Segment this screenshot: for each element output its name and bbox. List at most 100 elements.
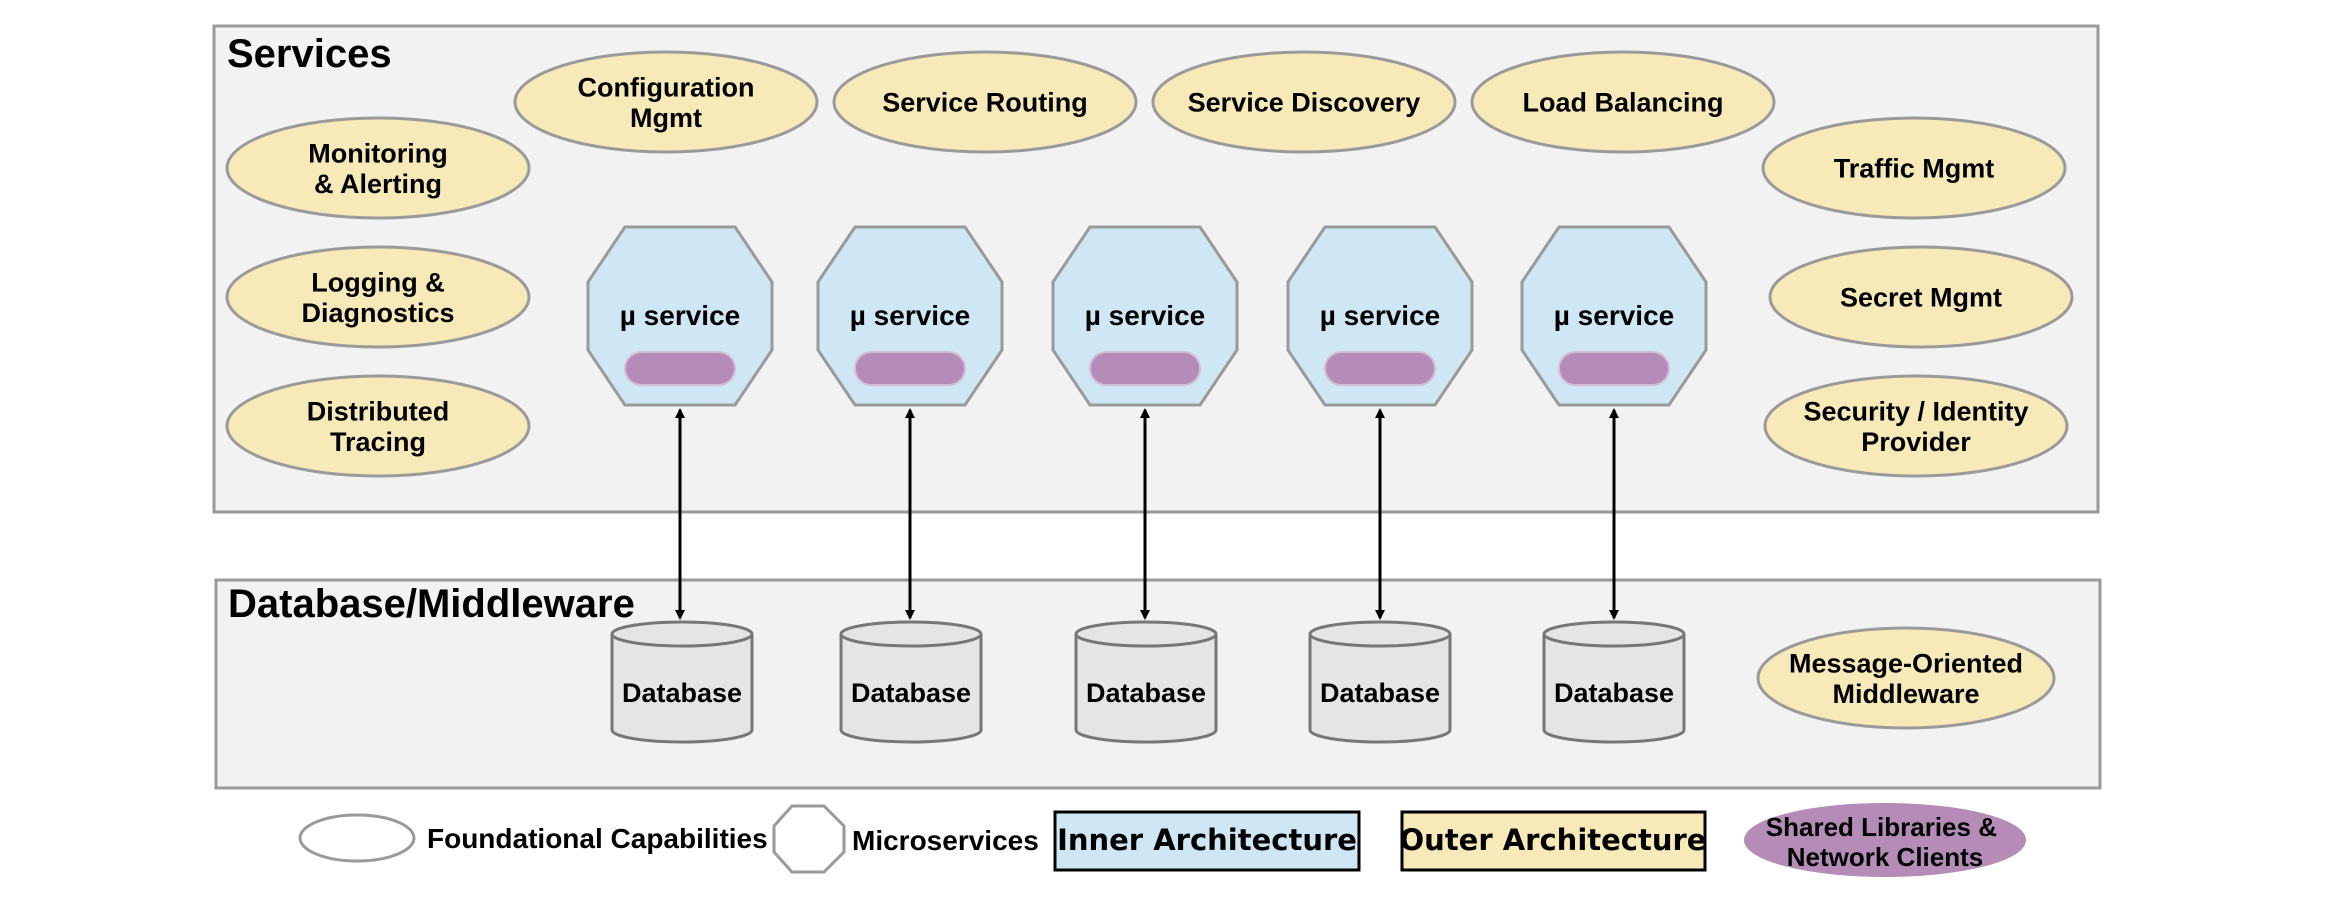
- capability-secret: Secret Mgmt: [1768, 245, 2074, 349]
- database-cylinder-top: [839, 620, 983, 648]
- service-database-arrows: [675, 408, 1619, 620]
- capability-monitoring-label: Monitoring& Alerting: [308, 139, 447, 199]
- microservice-label: µ service: [1085, 300, 1205, 331]
- capability-secret-label-line-1: Secret Mgmt: [1840, 283, 2002, 313]
- database-4: Database: [1308, 620, 1452, 744]
- legend-foundational-swatch: [298, 813, 416, 863]
- middleware-label-line-1: Message-Oriented: [1789, 649, 2023, 679]
- capability-traffic-label-line-1: Traffic Mgmt: [1834, 154, 1995, 184]
- capability-discovery-ellipse: [1151, 50, 1457, 154]
- database-cylinder-top: [1074, 620, 1218, 648]
- legend-shared-label: Shared Libraries & Network Clients: [1766, 812, 2004, 872]
- microservice-label: µ service: [620, 300, 740, 331]
- database-label: Database: [851, 678, 971, 708]
- microservice-label: µ service: [1554, 300, 1674, 331]
- capability-monitoring-label-line-1: Monitoring: [308, 139, 447, 169]
- microservice-5: µ service: [1520, 225, 1708, 407]
- middleware-ellipse: [1756, 626, 2056, 730]
- capability-traffic-ellipse: [1761, 116, 2067, 220]
- capability-discovery: Service Discovery: [1151, 50, 1457, 154]
- legend-shared-line-2: Network Clients: [1787, 842, 1984, 872]
- database-label: Database: [1320, 678, 1440, 708]
- microservice-2: µ service: [816, 225, 1004, 407]
- capability-security-ellipse: [1763, 374, 2069, 478]
- capability-logging-label: Logging &Diagnostics: [301, 268, 454, 328]
- capability-monitoring-ellipse: [225, 116, 531, 220]
- microservice-3: µ service: [1051, 225, 1239, 407]
- microservice-1: µ service: [586, 225, 774, 407]
- capability-tracing-label-line-2: Tracing: [330, 427, 426, 457]
- database-cylinder-body: [610, 634, 754, 744]
- capability-discovery-label: Service Discovery: [1188, 88, 1421, 118]
- database-cylinder-body: [1308, 634, 1452, 744]
- microservice-4: µ service: [1286, 225, 1474, 407]
- capability-logging-ellipse: [225, 245, 531, 349]
- capability-routing-ellipse: [832, 50, 1138, 154]
- microservice-label: µ service: [850, 300, 970, 331]
- database-cylinder-body: [839, 634, 983, 744]
- legend-foundational-label: Foundational Capabilities: [427, 823, 768, 854]
- capability-config-ellipse: [513, 50, 819, 154]
- capability-balancing-label: Load Balancing: [1522, 88, 1723, 118]
- capability-tracing-label-line-1: Distributed: [307, 397, 450, 427]
- capability-config-label-line-1: Configuration: [578, 73, 755, 103]
- database-cylinder-top: [1308, 620, 1452, 648]
- legend-outer-swatch: [1400, 810, 1707, 872]
- capability-routing-label: Service Routing: [882, 88, 1088, 118]
- services-title: Services: [227, 32, 392, 76]
- databases-group: Database Database Database Database Database: [610, 620, 1686, 744]
- capability-logging-label-line-2: Diagnostics: [301, 298, 454, 328]
- legend-inner-swatch: [1053, 810, 1361, 872]
- capability-security-label-line-1: Security / Identity: [1803, 397, 2028, 427]
- database-cylinder-top: [1542, 620, 1686, 648]
- shared-library-pill: [1089, 351, 1201, 386]
- legend-outer-label: Outer Architecture: [1400, 823, 1707, 857]
- capability-balancing: Load Balancing: [1470, 50, 1776, 154]
- database-2: Database: [839, 620, 983, 744]
- microservice-label: µ service: [1320, 300, 1440, 331]
- capability-traffic-label: Traffic Mgmt: [1834, 154, 1995, 184]
- capability-logging-label-line-1: Logging &: [311, 268, 444, 298]
- capability-routing-label-line-1: Service Routing: [882, 88, 1088, 118]
- capability-tracing-ellipse: [225, 374, 531, 478]
- database-label: Database: [1554, 678, 1674, 708]
- legend-inner-label: Inner Architecture: [1057, 823, 1357, 857]
- capability-traffic: Traffic Mgmt: [1761, 116, 2067, 220]
- capability-config-label-line-2: Mgmt: [630, 103, 702, 133]
- shared-library-pill: [624, 351, 736, 386]
- database-cylinder-body: [1074, 634, 1218, 744]
- database-cylinder-top: [610, 620, 754, 648]
- database-title: Database/Middleware: [228, 582, 635, 626]
- capability-logging: Logging &Diagnostics: [225, 245, 531, 349]
- capability-routing: Service Routing: [832, 50, 1138, 154]
- capability-security-label-line-2: Provider: [1861, 427, 1971, 457]
- capability-monitoring: Monitoring& Alerting: [225, 116, 531, 220]
- shared-library-pill: [1558, 351, 1670, 386]
- database-1: Database: [610, 620, 754, 744]
- microservices-group: µ service µ service µ service µ service µ se…: [586, 225, 1708, 407]
- capability-balancing-label-line-1: Load Balancing: [1522, 88, 1723, 118]
- legend-shared-swatch: [1744, 803, 2026, 877]
- shared-library-pill: [854, 351, 966, 386]
- legend-microservices-swatch: [772, 804, 846, 874]
- database-5: Database: [1542, 620, 1686, 744]
- capability-secret-label: Secret Mgmt: [1840, 283, 2002, 313]
- database-3: Database: [1074, 620, 1218, 744]
- database-cylinder-body: [1542, 634, 1686, 744]
- legend-shared-line-1: Shared Libraries &: [1766, 812, 1997, 842]
- database-label: Database: [1086, 678, 1206, 708]
- capability-discovery-label-line-1: Service Discovery: [1188, 88, 1421, 118]
- shared-library-pill: [1324, 351, 1436, 386]
- legend-microservices-label: Microservices: [852, 825, 1039, 856]
- capability-secret-ellipse: [1768, 245, 2074, 349]
